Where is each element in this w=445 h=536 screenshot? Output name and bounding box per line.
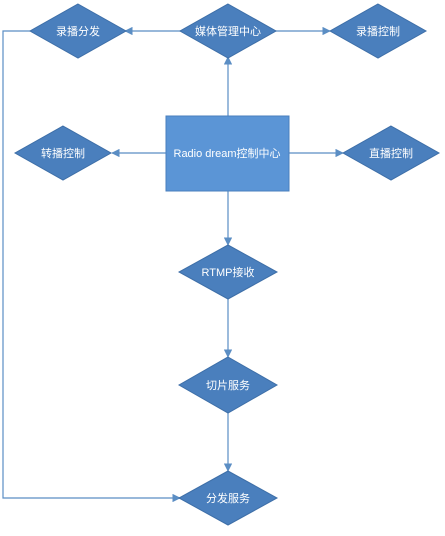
node-record-distribute-label: 录播分发: [56, 24, 100, 38]
node-relay-control: 转播控制: [13, 125, 113, 181]
node-live-control: 直播控制: [341, 125, 441, 181]
node-relay-control-label: 转播控制: [41, 146, 85, 160]
node-distribute-service-label: 分发服务: [206, 491, 250, 505]
node-media-center: 媒体管理中心: [178, 3, 278, 59]
node-distribute-service: 分发服务: [177, 470, 279, 526]
node-record-control-label: 录播控制: [356, 24, 400, 38]
node-media-center-label: 媒体管理中心: [195, 24, 261, 38]
edge-record-distribute-to-distribute-service: [2, 30, 181, 503]
node-rtmp-receive-label: RTMP接收: [202, 265, 255, 279]
node-record-distribute: 录播分发: [28, 3, 128, 59]
node-live-control-label: 直播控制: [369, 146, 413, 160]
node-slice-service: 切片服务: [177, 356, 279, 414]
node-rtmp-receive: RTMP接收: [177, 244, 279, 300]
node-slice-service-label: 切片服务: [206, 379, 250, 392]
node-record-control: 录播控制: [328, 3, 428, 59]
node-control-center: Radio dream控制中心: [165, 115, 290, 192]
node-control-center-label: Radio dream控制中心: [174, 146, 281, 160]
